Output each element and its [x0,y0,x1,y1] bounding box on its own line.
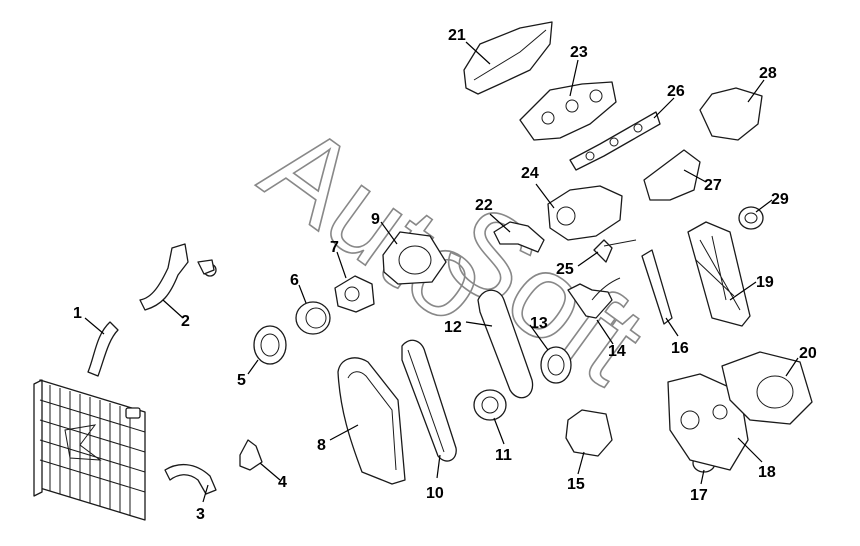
callout-11: 11 [495,447,512,464]
callout-4: 4 [278,474,287,491]
callout-12: 12 [444,319,462,336]
callout-1: 1 [73,305,82,322]
part-15-pump [565,409,613,457]
part-11-pulley [473,389,507,421]
parts-layer [33,21,813,521]
part-7-pump [334,275,375,313]
part-10-belt [401,339,457,462]
part-12-belt [477,289,534,399]
callout-20: 20 [799,345,817,362]
part-4-housing [239,439,263,471]
part-3-hose [164,464,217,495]
callout-8: 8 [317,437,326,454]
leader-lines [84,41,799,503]
callout-16: 16 [671,340,689,357]
callout-19: 19 [756,274,774,291]
callout-23: 23 [570,44,588,61]
part-26-gasket [569,111,661,171]
callout-10: 10 [426,485,444,502]
part-8-cover [337,357,406,485]
part-24-throttle-body [547,185,623,241]
callout-3: 3 [196,506,205,523]
part-28-cover [699,87,763,141]
callout-27: 27 [704,177,722,194]
callout-13: 13 [530,315,548,332]
part-2-hose [139,243,189,311]
part-5-pulley [253,325,287,365]
part-21-cover [463,21,553,95]
callout-21: 21 [448,27,466,44]
callout-25: 25 [556,261,574,278]
part-6-pulley [295,301,331,335]
callout-2: 2 [181,313,190,330]
callout-5: 5 [237,372,246,389]
callout-26: 26 [667,83,685,100]
callout-18: 18 [758,464,776,481]
part-16-hose [641,249,673,325]
radiator [33,379,146,521]
part-9-housing [382,231,447,285]
part-18-cover [667,373,749,471]
part-27-bracket [643,149,701,201]
callout-17: 17 [690,487,708,504]
callout-22: 22 [475,197,493,214]
part-13-gear [540,346,572,384]
callout-28: 28 [759,65,777,82]
callout-6: 6 [290,272,299,289]
callout-24: 24 [521,165,539,182]
callout-7: 7 [330,239,339,256]
part-14-sensor [567,283,613,319]
callout-14: 14 [608,343,626,360]
part-1-hose [87,321,119,377]
callout-numbers: 1 2 3 4 5 6 7 8 9 10 11 12 13 14 15 16 1… [73,27,817,523]
callout-29: 29 [771,191,789,208]
callout-9: 9 [371,211,380,228]
part-29-cap [738,206,764,230]
callout-15: 15 [567,476,585,493]
